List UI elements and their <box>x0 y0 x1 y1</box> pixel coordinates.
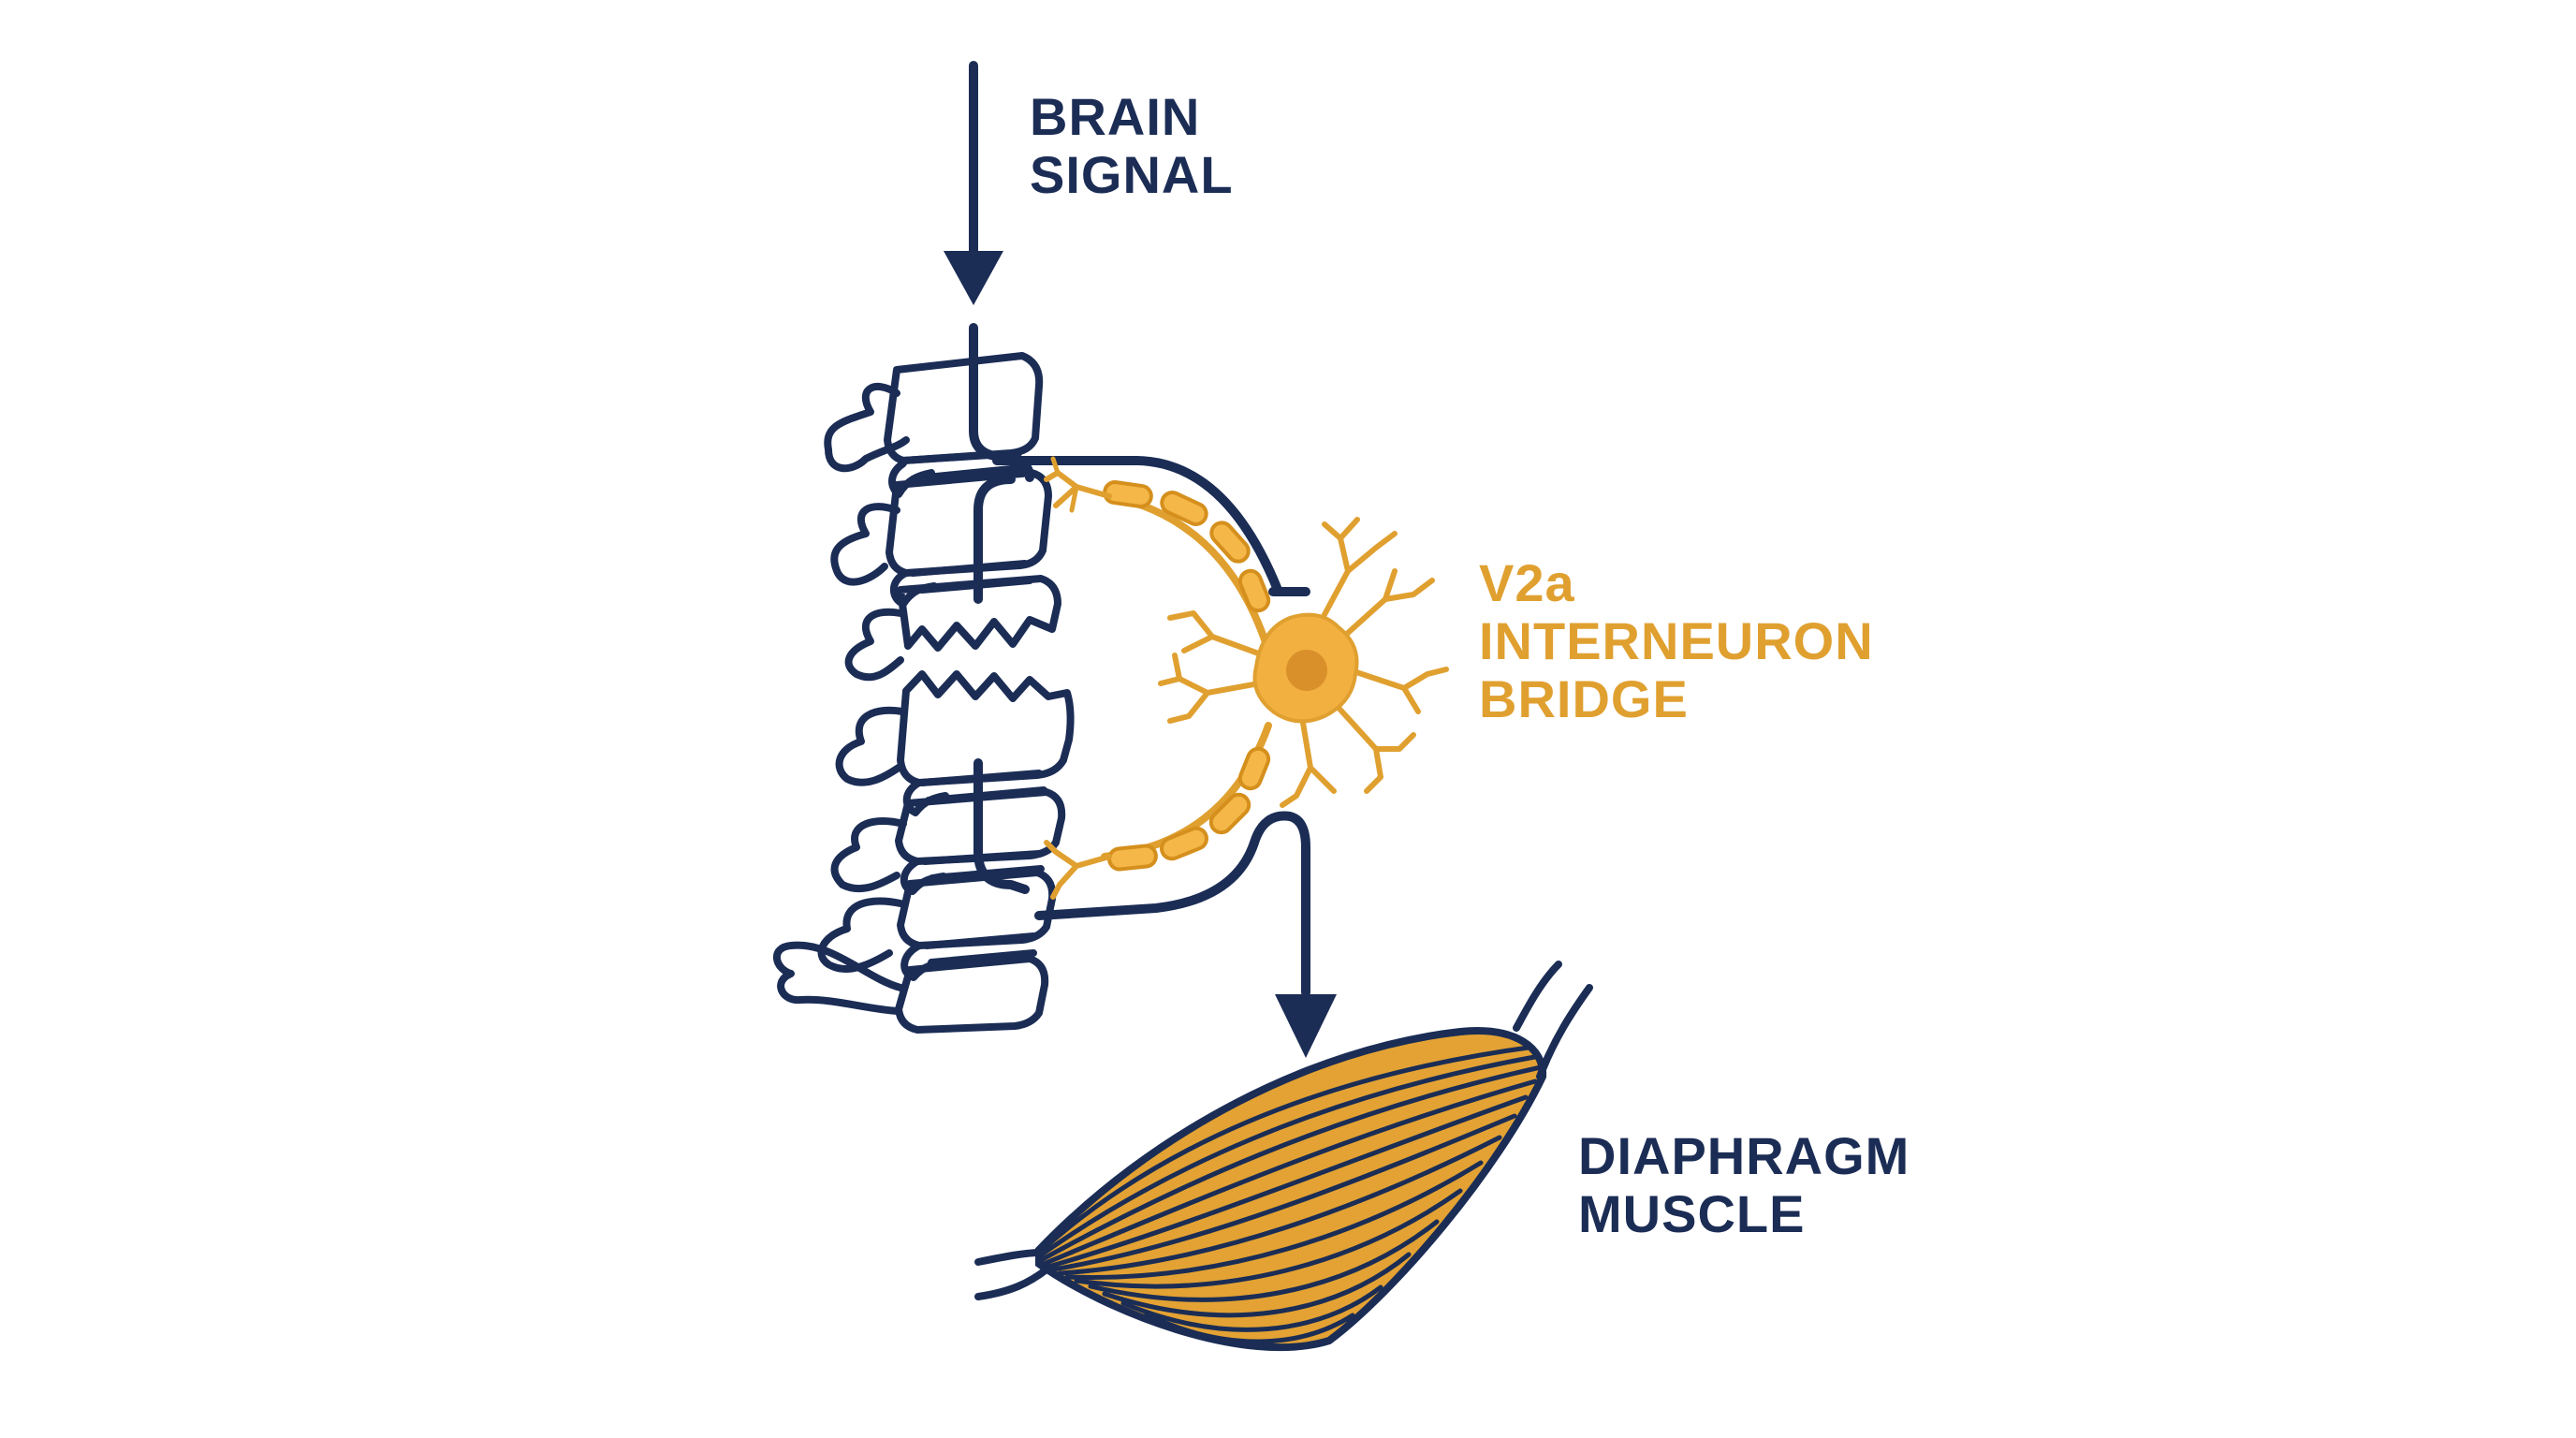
brain-signal-label: BRAIN SIGNAL <box>1030 88 1234 204</box>
interneuron-label: V2a INTERNEURON BRIDGE <box>1479 554 1874 728</box>
neural-pathway <box>969 323 1310 997</box>
vertebra-3 <box>897 575 1061 652</box>
vertebra-2-process <box>830 503 900 586</box>
diaphragm-muscle-label: DIAPHRAGM MUSCLE <box>1578 1127 1910 1243</box>
vertebra-4-process <box>835 706 906 786</box>
interneuron-label-line-2: INTERNEURON <box>1479 611 1874 670</box>
vertebra-3-process <box>844 608 904 682</box>
vertebra-7 <box>895 955 1049 1034</box>
diaphragm-muscle-label-line-2: MUSCLE <box>1578 1184 1806 1243</box>
brain-signal-label-line-2: SIGNAL <box>1030 145 1234 204</box>
diaphragm-muscle-icon <box>974 961 1593 1352</box>
vertebra-1-process <box>824 382 910 473</box>
vertebra-5-process <box>830 817 907 893</box>
vertebra-7-process <box>772 941 904 1015</box>
interneuron-icon <box>1044 456 1449 900</box>
vertebra-1 <box>884 352 1044 464</box>
brain-signal-arrow <box>944 61 1003 305</box>
muscle-input-arrowhead <box>1275 994 1337 1058</box>
vertebra-6-process <box>817 897 904 973</box>
brain-signal-label-line-1: BRAIN <box>1030 87 1201 146</box>
vertebra-4 <box>897 670 1075 786</box>
vertebra-2 <box>886 469 1052 577</box>
spine-icon <box>772 352 1075 1034</box>
diaphragm-muscle-label-line-1: DIAPHRAGM <box>1578 1126 1910 1185</box>
vertebra-5 <box>895 788 1066 865</box>
interneuron-label-line-3: BRIDGE <box>1479 669 1689 728</box>
interneuron-label-line-1: V2a <box>1479 553 1575 612</box>
